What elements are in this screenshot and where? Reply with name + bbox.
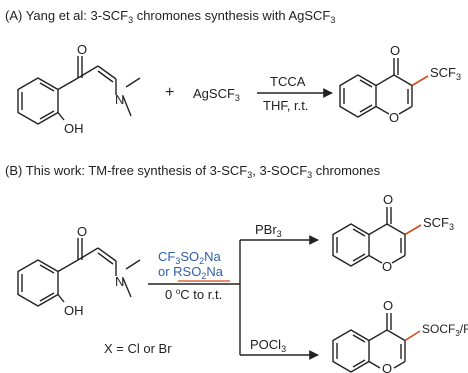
chromone-b-upper-carbonyl-o: O xyxy=(383,192,393,207)
chromone-b-lower-socf3-label: SOCF3/R xyxy=(422,322,468,338)
enaminone-n-label-a: N xyxy=(115,92,124,107)
cf3so2na-reagent: CF3SO2Na xyxy=(158,249,222,266)
chromone-product-a xyxy=(339,58,413,118)
enaminone-oh-label-b: OH xyxy=(64,303,84,318)
pbr3-reagent: PBr3 xyxy=(255,222,282,239)
plus-sign: + xyxy=(165,84,174,101)
enaminone-structure-b xyxy=(17,238,141,307)
chromone-a-highlight-bond xyxy=(411,75,429,87)
arrow-a-top-label: TCCA xyxy=(270,74,306,89)
chromone-a-ring-o: O xyxy=(389,110,399,125)
x-definition-label: X = Cl or Br xyxy=(104,341,172,356)
chromone-product-b-lower xyxy=(332,313,406,373)
chromone-b-upper-ring-o: O xyxy=(382,259,392,274)
agscf3-reagent: AgSCF3 xyxy=(193,86,240,103)
rso2na-reagent: or RSO2Na xyxy=(158,264,224,281)
chromone-a-scf3-label: SCF3 xyxy=(430,65,461,82)
enaminone-structure-a xyxy=(17,56,141,125)
pocl3-reagent: POCl3 xyxy=(250,337,286,354)
chromone-a-carbonyl-o: O xyxy=(390,43,400,58)
enaminone-o-label-b: O xyxy=(77,224,87,239)
arrow-a-bottom-label: THF, r.t. xyxy=(263,98,309,113)
chromone-product-b-upper xyxy=(332,207,406,267)
section-b-heading: (B) This work: TM-free synthesis of 3-SC… xyxy=(5,163,381,180)
chromone-b-upper-scf3-label: SCF3 xyxy=(423,215,454,232)
section-a-heading: (A) Yang et al: 3-SCF3 chromones synthes… xyxy=(5,8,335,25)
chromone-b-lower-carbonyl-o: O xyxy=(383,298,393,313)
enaminone-n-label-b: N xyxy=(115,274,124,289)
chromone-b-upper-highlight-bond xyxy=(404,224,422,236)
chromone-b-lower-ring-o: O xyxy=(382,361,392,373)
branching-reaction-arrows xyxy=(148,235,319,360)
chromone-b-lower-highlight-bond xyxy=(404,330,421,342)
temperature-condition: 0 oC to r.t. xyxy=(165,287,222,302)
enaminone-o-label-a: O xyxy=(77,42,87,57)
enaminone-oh-label-a: OH xyxy=(64,121,84,136)
